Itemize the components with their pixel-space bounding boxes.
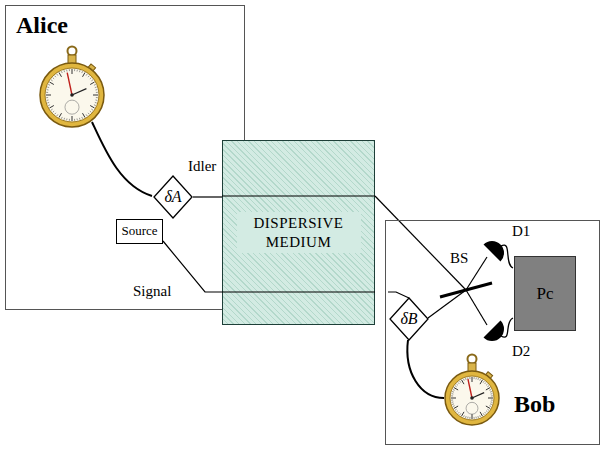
node-label: δB <box>400 309 417 329</box>
output-beam <box>466 257 487 290</box>
delay-diamond: δA <box>153 175 193 219</box>
beam-name: Signal <box>133 283 171 300</box>
source-box: Source <box>116 219 163 244</box>
part-name: BS <box>450 250 468 267</box>
beam-name: Idler <box>188 158 216 175</box>
party-panel: δB PcBob <box>385 220 600 445</box>
party-name: Alice <box>16 10 68 40</box>
detector-name: D1 <box>512 223 530 240</box>
delay-diamond: δB <box>389 297 429 341</box>
detector-wire <box>501 245 513 268</box>
idler-beam <box>375 196 466 290</box>
stopwatch <box>445 355 499 426</box>
node-label: Source <box>121 223 157 239</box>
party-name: Bob <box>514 389 555 419</box>
computer-box: Pc <box>514 256 576 331</box>
party-panel: Source δA Alice <box>5 5 245 310</box>
watch-cable <box>92 122 152 196</box>
node-label: DISPERSIVE MEDIUM <box>237 212 361 254</box>
signal-beam <box>428 290 466 318</box>
detector-wire <box>501 318 513 337</box>
node-label: Pc <box>537 283 554 304</box>
beam-line <box>193 196 222 197</box>
detector <box>484 321 509 346</box>
detector <box>484 236 509 261</box>
stopwatch <box>40 47 104 128</box>
node-label: δA <box>164 187 181 207</box>
beam-splitter <box>440 283 492 297</box>
output-beam <box>466 290 487 325</box>
beam-line <box>388 292 409 298</box>
beam-line <box>163 241 222 292</box>
watch-cable <box>407 340 444 398</box>
detector-name: D2 <box>512 343 530 360</box>
medium-band: DISPERSIVE MEDIUM <box>222 140 375 325</box>
